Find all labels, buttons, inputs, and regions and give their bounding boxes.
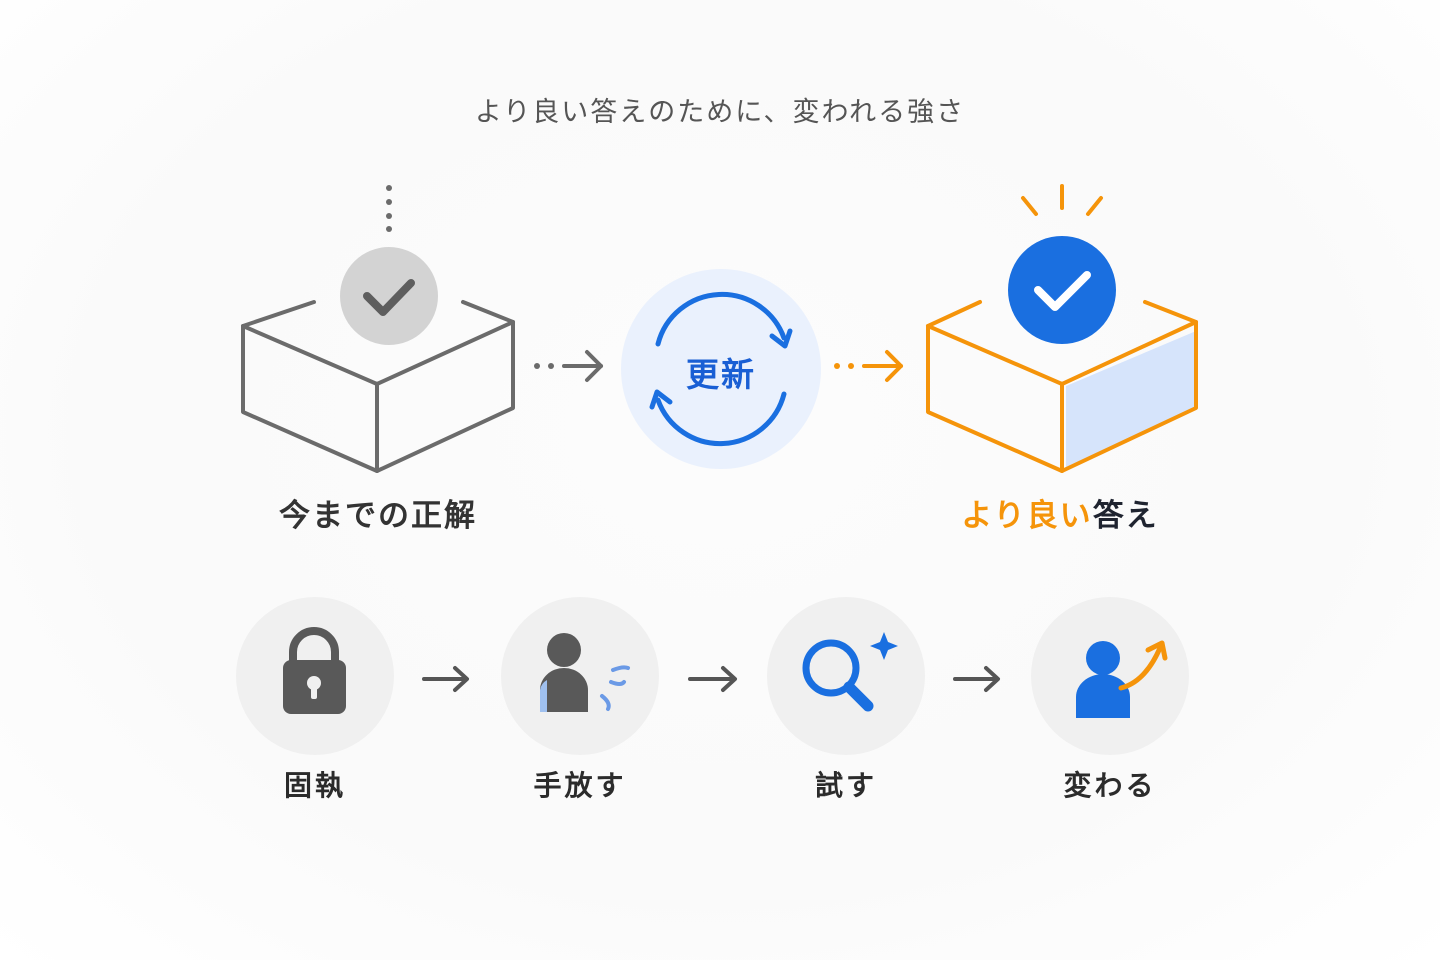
shine-burst-icon: [1021, 184, 1103, 216]
step-label-try: 試す: [814, 769, 877, 802]
better-answer-box: [926, 184, 1198, 473]
current-answer-label: 今までの正解: [279, 498, 477, 534]
dotted-arrow-gray: [534, 350, 603, 382]
magnifier-sparkle-icon: [802, 632, 898, 712]
step-label-let-go: 手放す: [533, 769, 627, 802]
step-label-change: 変わる: [1063, 769, 1157, 802]
gray-box-outline: [241, 300, 515, 473]
update-cycle: [621, 269, 821, 469]
diagram-title: より良い答えのために、変われる強さ: [474, 97, 966, 128]
person-growth-icon: [1076, 640, 1168, 718]
orange-box-outline: [926, 300, 1198, 473]
lock-icon: [283, 627, 346, 714]
update-label: 更新: [686, 355, 756, 394]
box-side-fill: [1066, 331, 1196, 467]
better-answer-label-rest: 答え: [1092, 498, 1159, 534]
person-letting-go-icon: [540, 633, 630, 712]
better-answer-label: より良い答え: [905, 490, 1215, 535]
gray-check-icon: [363, 279, 415, 316]
step-arrows: [422, 666, 1000, 692]
current-answer-box: [241, 185, 515, 473]
step-label-stubborn: 固執: [283, 769, 346, 802]
dotted-arrow-orange: [834, 350, 903, 382]
better-answer-label-highlight: より良い: [961, 498, 1093, 534]
refresh-arrows-icon: [649, 291, 793, 447]
blue-check-circle: [1008, 236, 1116, 344]
white-check-icon: [1034, 271, 1091, 311]
steps-row: [236, 597, 1189, 755]
gray-check-circle: [340, 247, 438, 345]
dotted-drop-line: [386, 185, 392, 232]
